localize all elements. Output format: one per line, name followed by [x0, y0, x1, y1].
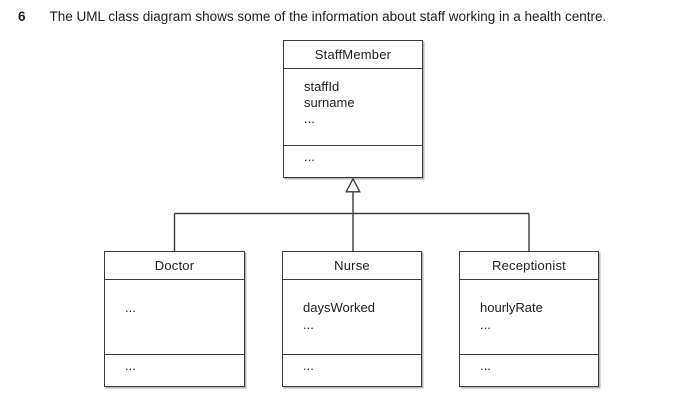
uml-class-doctor: Doctor ... ... [104, 251, 245, 387]
uml-class-staffmember: StaffMember staffId surname ... ... [283, 40, 423, 178]
attributes-compartment: hourlyRate ... [460, 280, 598, 355]
attribute-item: hourlyRate [480, 300, 543, 315]
question-text: The UML class diagram shows some of the … [49, 9, 607, 24]
attributes-compartment: ... [105, 280, 244, 355]
method-item: ... [125, 358, 136, 373]
attributes-compartment: staffId surname ... [284, 69, 422, 146]
attributes-compartment: daysWorked ... [283, 280, 421, 355]
class-name-compartment: Doctor [105, 252, 244, 280]
attribute-item: daysWorked [303, 300, 376, 315]
question-number: 6 [18, 9, 26, 24]
attribute-item: ... [304, 111, 315, 126]
attribute-item: staffId [304, 79, 340, 94]
methods-compartment: ... [284, 146, 422, 177]
methods-compartment: ... [105, 355, 244, 386]
class-name-compartment: Nurse [283, 252, 421, 280]
method-item: ... [480, 358, 491, 373]
uml-class-nurse: Nurse daysWorked ... ... [282, 251, 422, 387]
methods-compartment: ... [460, 355, 598, 386]
question-header: 6 The UML class diagram shows some of th… [18, 8, 670, 25]
generalization-triangle-icon [345, 177, 361, 193]
class-name-compartment: StaffMember [284, 41, 422, 69]
attribute-item: ... [303, 317, 314, 332]
attribute-item: ... [125, 300, 136, 315]
method-item: ... [304, 149, 315, 164]
attribute-item: ... [480, 317, 491, 332]
attribute-item: surname [304, 95, 355, 110]
methods-compartment: ... [283, 355, 421, 386]
class-name-compartment: Receptionist [460, 252, 598, 280]
method-item: ... [303, 358, 314, 373]
uml-class-receptionist: Receptionist hourlyRate ... ... [459, 251, 599, 387]
